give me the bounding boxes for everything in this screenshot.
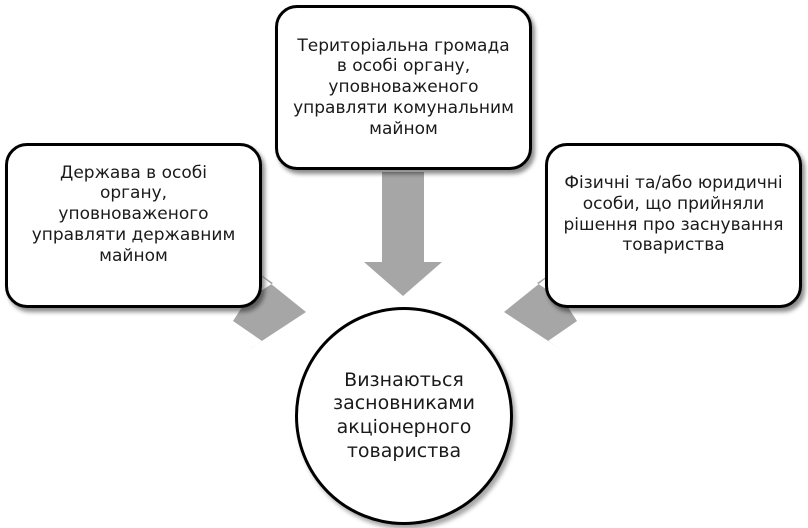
arrow-right-to-center bbox=[504, 271, 577, 350]
text-line: засновниками bbox=[332, 392, 475, 415]
text-line: майном bbox=[369, 118, 438, 139]
arrow-left-to-center bbox=[233, 271, 306, 350]
text-line: уповноваженого bbox=[328, 77, 479, 98]
text-line: особи, що прийняли bbox=[582, 193, 765, 214]
founder-box-territorial-community: Територіальна громада в особі органу, уп… bbox=[275, 5, 532, 170]
text-line: рішення про заснування bbox=[563, 214, 784, 235]
text-line: Визнаються bbox=[344, 368, 464, 391]
text-line: уповноваженого bbox=[58, 204, 209, 225]
center-circle-text: Визнаються засновниками акціонерного тов… bbox=[318, 369, 490, 464]
text-line: Територіальна громада bbox=[297, 35, 510, 56]
founder-box-text: Фізичні та/або юридичні особи, що прийня… bbox=[564, 173, 784, 256]
center-circle-founders: Визнаються засновниками акціонерного тов… bbox=[295, 307, 513, 525]
founder-box-individuals-legal-entities: Фізичні та/або юридичні особи, що прийня… bbox=[545, 143, 802, 308]
arrow-top-to-center bbox=[364, 172, 442, 296]
text-line: органу, bbox=[99, 183, 168, 204]
text-line: майном bbox=[99, 245, 168, 266]
founder-box-state: Держава в особі органу, уповноваженого у… bbox=[5, 143, 262, 308]
text-line: Держава в особі bbox=[60, 162, 207, 183]
text-line: товариства bbox=[346, 439, 462, 462]
founder-box-text: Держава в особі органу, уповноваженого у… bbox=[32, 163, 236, 267]
text-line: товариства bbox=[622, 235, 725, 256]
text-line: управляти державним bbox=[31, 224, 236, 245]
text-line: акціонерного bbox=[336, 416, 472, 438]
text-line: в особі органу, bbox=[336, 56, 471, 77]
founder-box-text: Територіальна громада в особі органу, уп… bbox=[293, 36, 514, 140]
text-line: управляти комунальним bbox=[293, 97, 514, 118]
text-line: Фізичні та/або юридичні bbox=[564, 173, 783, 194]
